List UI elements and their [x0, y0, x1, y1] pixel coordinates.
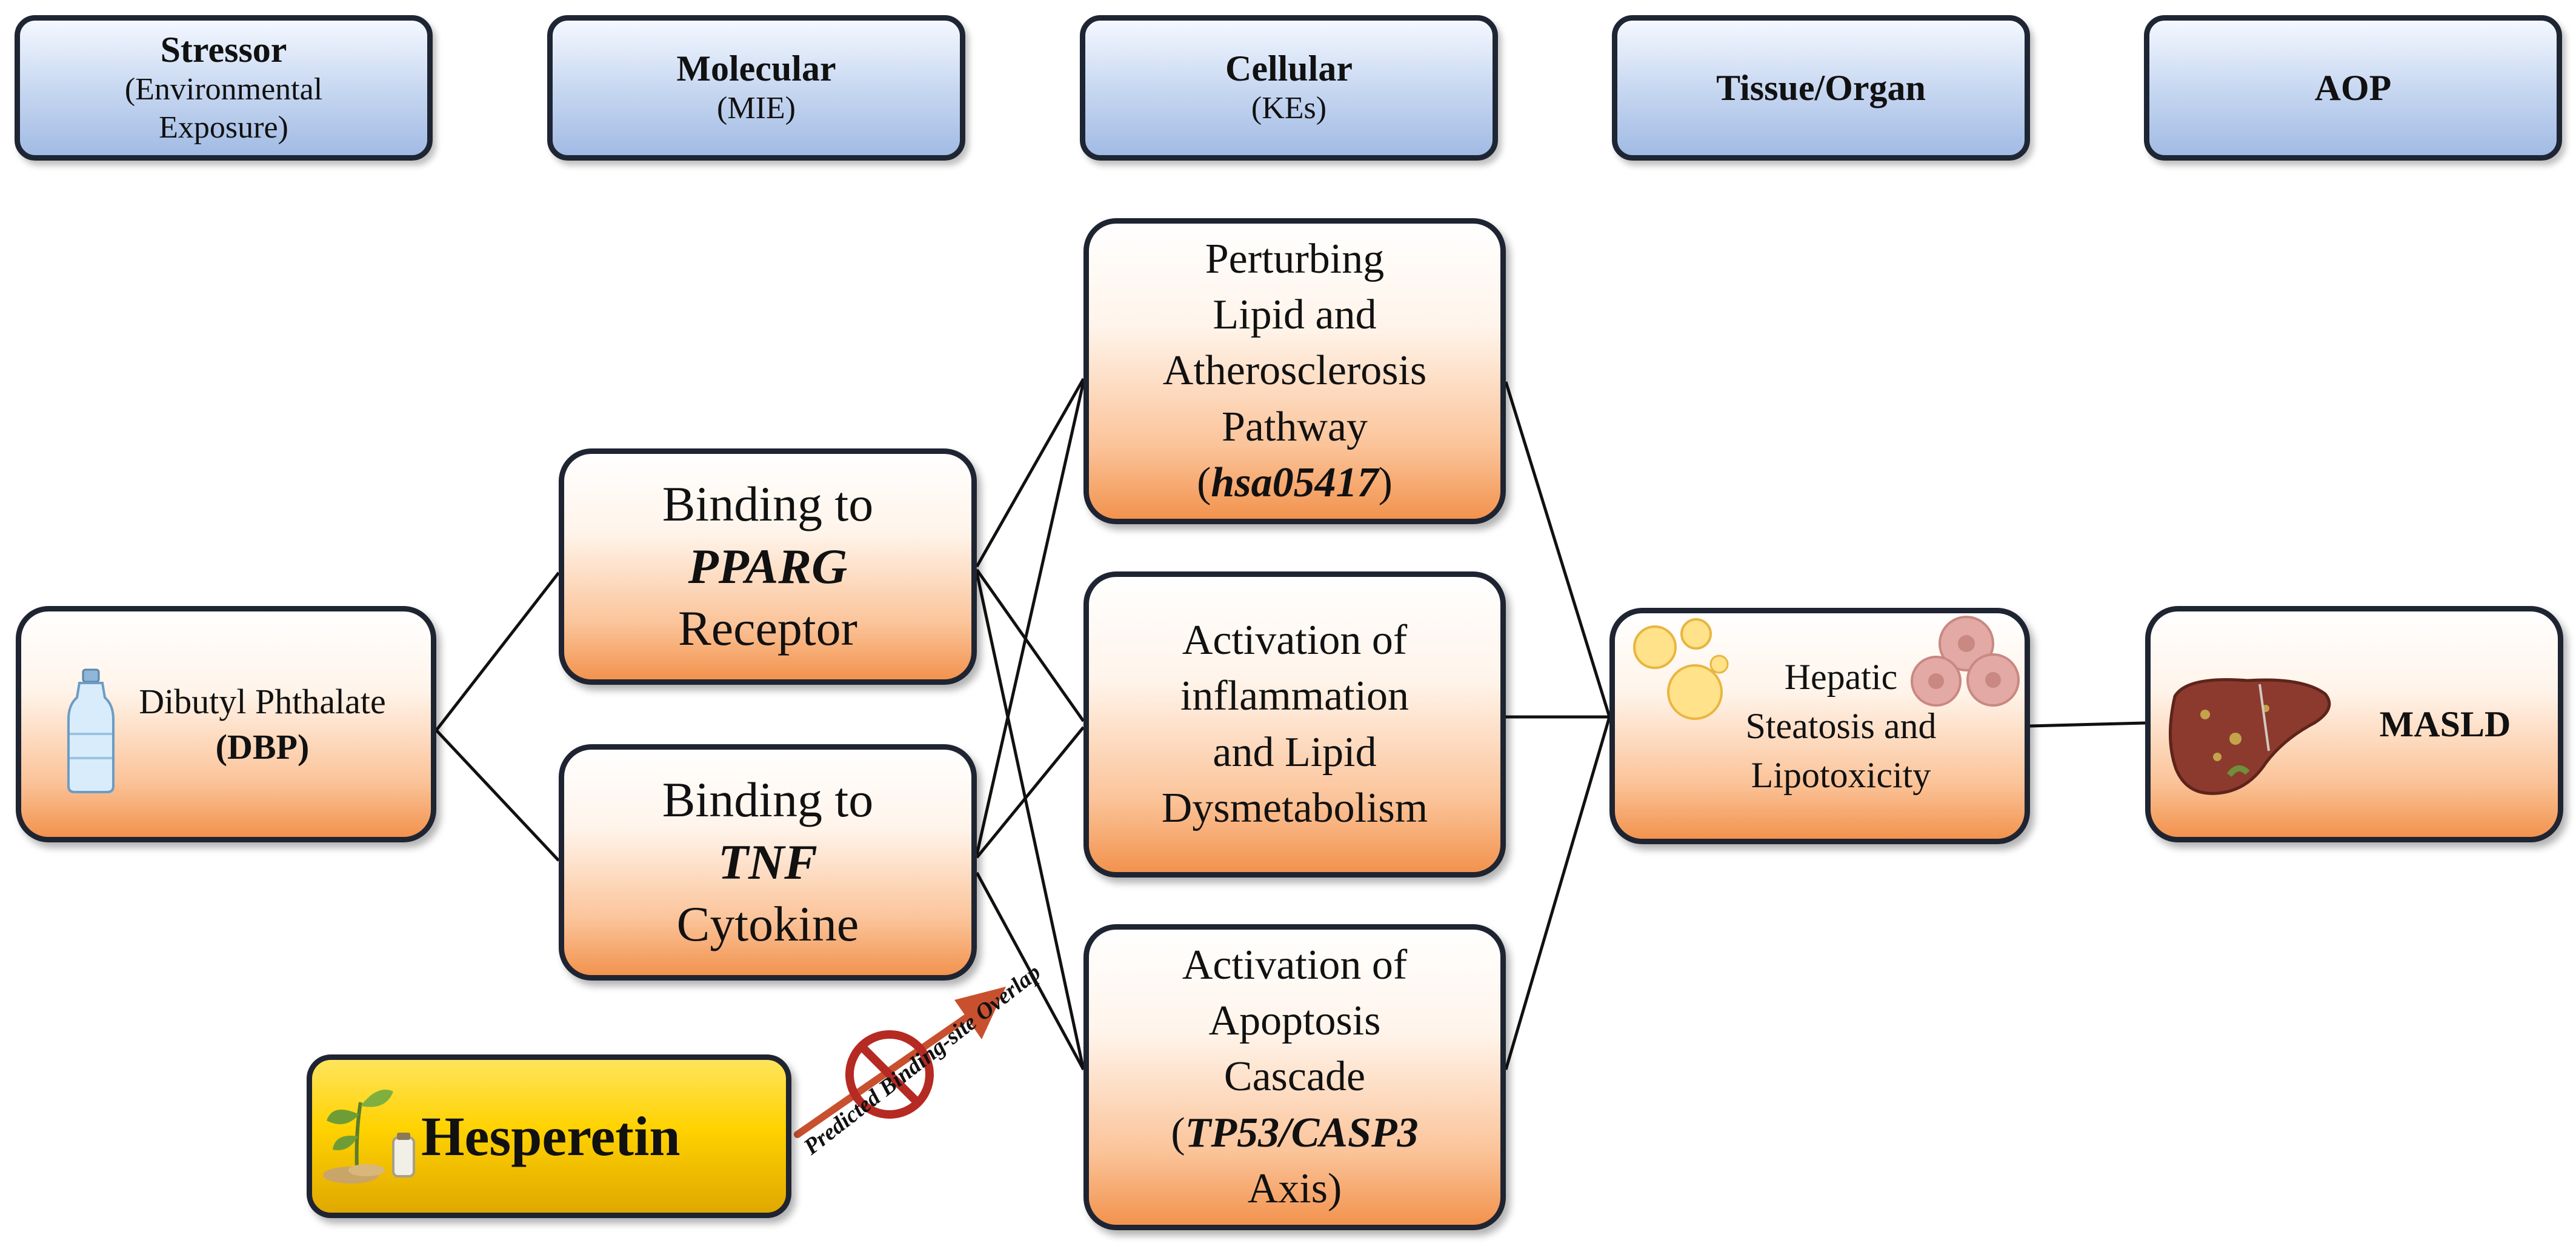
stressor-abbreviation: (DBP)	[215, 727, 310, 767]
organ-node-steatosis: Hepatic Steatosis and Lipotoxicity	[1609, 608, 2030, 844]
ke-line: and Lipid	[1213, 728, 1377, 776]
mie-target: TNF	[718, 834, 817, 890]
liver-icon	[2169, 678, 2331, 795]
hesperetin-label: Hesperetin	[421, 1105, 681, 1167]
mie-line: Receptor	[678, 601, 857, 656]
stressor-name: Dibutyl Phthalate	[139, 681, 386, 721]
header-title: Molecular	[676, 48, 836, 89]
lipid-droplets-icon	[1633, 618, 1729, 720]
link-tnf-ke3	[975, 871, 1085, 1071]
ke-line: Dysmetabolism	[1161, 784, 1428, 831]
link-organ-aop	[2029, 721, 2146, 728]
header-subtitle: (MIE)	[717, 91, 796, 126]
ke-line: Activation of	[1182, 616, 1408, 664]
header-title: AOP	[2314, 67, 2392, 108]
link-pparg-ke1	[975, 378, 1085, 568]
ke-line: Atherosclerosis	[1162, 347, 1427, 395]
header-title: Cellular	[1225, 48, 1353, 89]
mie-line: Binding to	[662, 772, 874, 828]
link-ke1-organ	[1504, 381, 1611, 718]
ke-pathway-code: (hsa05417)	[1197, 459, 1393, 507]
ke-line: Activation of	[1182, 941, 1408, 988]
cells-icon	[1911, 616, 2020, 707]
header-subtitle: (KEs)	[1251, 91, 1327, 126]
water-bottle-icon	[67, 668, 115, 793]
ke-line: Pathway	[1221, 403, 1368, 450]
link-ke3-organ	[1504, 716, 1611, 1070]
ke-line: Lipid and	[1213, 291, 1377, 338]
aop-label: MASLD	[2379, 704, 2511, 744]
link-tnf-ke2	[976, 726, 1085, 859]
header-stressor: Stressor (Environmental Exposure)	[15, 15, 433, 161]
mie-line: Binding to	[662, 476, 874, 532]
header-subtitle: (Environmental Exposure)	[124, 72, 323, 145]
mie-line: Cytokine	[676, 896, 859, 952]
ke-node-lipid-atherosclerosis: Perturbing Lipid and Atherosclerosis Pat…	[1083, 218, 1506, 524]
ke-line: Perturbing	[1205, 235, 1385, 282]
aop-node-masld: MASLD	[2145, 606, 2563, 842]
intervention-hesperetin: Hesperetin	[307, 1054, 791, 1218]
inhibition-icon	[845, 1030, 934, 1119]
ke-node-apoptosis: Activation of Apoptosis Cascade (TP53/CA…	[1083, 924, 1506, 1230]
header-aop: AOP	[2144, 15, 2562, 161]
header-title: Tissue/Organ	[1716, 67, 1926, 108]
header-tissue-organ: Tissue/Organ	[1612, 15, 2030, 161]
link-tnf-ke1	[975, 381, 1085, 855]
organ-line: Steatosis and	[1745, 705, 1937, 746]
header-title: Stressor	[160, 30, 287, 70]
organ-line: Lipotoxicity	[1751, 754, 1931, 795]
organ-line: Hepatic	[1784, 656, 1898, 697]
header-cellular: Cellular (KEs)	[1080, 15, 1498, 161]
ke-line: Apoptosis	[1208, 997, 1381, 1044]
mie-node-pparg: Binding to PPARG Receptor	[559, 448, 977, 685]
mie-node-tnf: Binding to TNF Cytokine	[559, 744, 977, 981]
link-pparg-ke3	[975, 572, 1085, 1070]
ke-line: inflammation	[1180, 673, 1409, 720]
plant-icon	[323, 1090, 415, 1184]
stressor-node-dbp: Dibutyl Phthalate (DBP)	[16, 606, 436, 842]
link-dbp-tnf	[435, 729, 560, 862]
ke-node-inflammation: Activation of inflammation and Lipid Dys…	[1083, 571, 1506, 878]
link-dbp-pparg	[435, 571, 560, 731]
link-pparg-ke2	[975, 568, 1085, 722]
header-molecular: Molecular (MIE)	[547, 15, 965, 161]
ke-line: Axis)	[1247, 1165, 1342, 1213]
ke-gene-axis: (TP53/CASP3	[1171, 1109, 1419, 1156]
mie-target: PPARG	[688, 538, 848, 594]
ke-line: Cascade	[1223, 1053, 1366, 1101]
